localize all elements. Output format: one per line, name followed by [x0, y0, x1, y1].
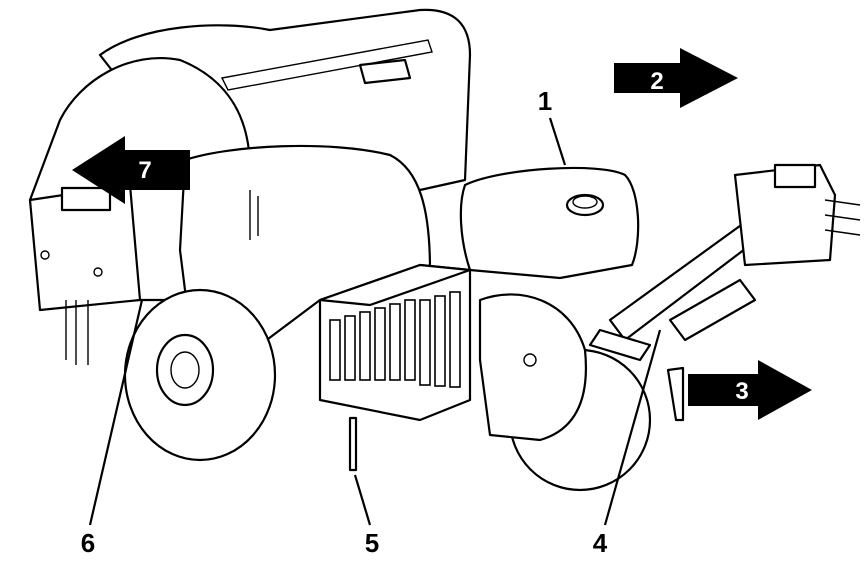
pulley-guard [478, 293, 587, 442]
left-wheel [123, 288, 277, 462]
arrow-3: 3 [688, 360, 812, 420]
leader-4 [603, 329, 662, 526]
arrow-3-label: 3 [735, 378, 748, 405]
arrow-2-label: 2 [650, 68, 663, 95]
callout-4: 4 [593, 528, 608, 558]
callout-1: 1 [538, 86, 552, 116]
leader-6 [88, 299, 144, 526]
arrow-2: 2 [614, 48, 738, 108]
engine-block [318, 263, 472, 422]
callout-6: 6 [81, 528, 95, 558]
handle-arm [588, 163, 861, 362]
arrow-7-label: 7 [138, 157, 151, 184]
arrow-7: 7 [72, 136, 190, 204]
leader-1 [548, 117, 567, 166]
callout-5: 5 [365, 528, 379, 558]
support-stand [65, 300, 685, 472]
leader-lines [88, 117, 662, 526]
leader-5 [353, 474, 372, 526]
fuel-tank [459, 166, 640, 280]
